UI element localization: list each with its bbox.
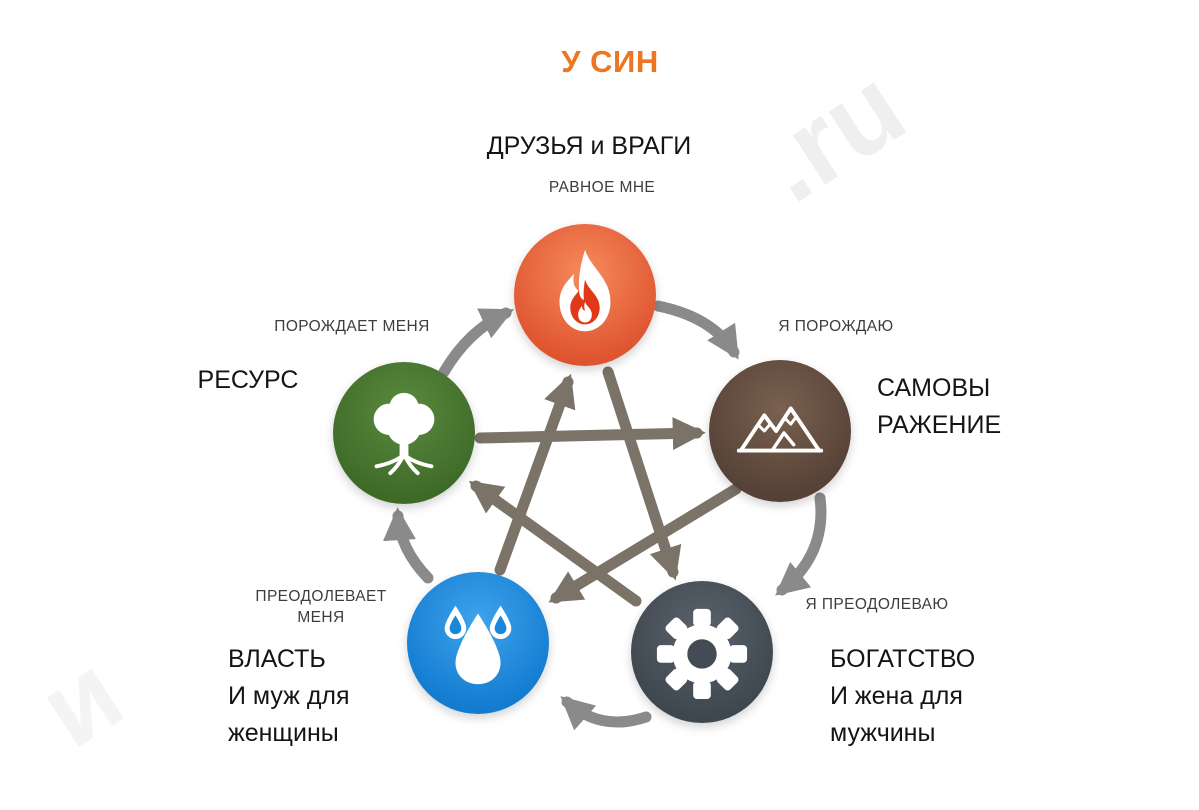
fire-meaning-label: ДРУЗЬЯ и ВРАГИ: [486, 132, 692, 160]
flame-icon: [559, 249, 611, 332]
text-line: И жена для: [830, 682, 963, 710]
wood-meaning-label: РЕСУРС: [197, 366, 299, 394]
earth-meaning-label: САМОВЫ РАЖЕНИЕ: [877, 370, 1001, 444]
text-line: САМОВЫ: [877, 374, 991, 402]
water-node: [407, 572, 549, 714]
arrow-water-to-fire: [494, 373, 576, 576]
mountains-icon: [736, 406, 824, 453]
wood-relation-label: ПОРОЖДАЕТ МЕНЯ: [274, 318, 430, 335]
tree-icon: [373, 392, 435, 476]
arrow-wood-to-fire: [438, 307, 514, 378]
text-line: БОГАТСТВО: [830, 645, 976, 673]
water-meaning-label: ВЛАСТЬ И муж для женщины: [228, 641, 350, 752]
arrow-earth-to-metal: [775, 492, 827, 596]
metal-meaning-label: БОГАТСТВО И жена для мужчины: [830, 641, 975, 752]
text-line: женщины: [228, 719, 339, 747]
metal-node: [631, 581, 773, 723]
text-line: РАЖЕНИЕ: [877, 411, 1002, 439]
arrow-metal-to-water: [560, 696, 652, 731]
arrow-water-to-wood: [383, 507, 434, 584]
fire-node: [514, 224, 656, 366]
earth-node: [709, 360, 851, 502]
water-relation-label: ПРЕОДОЛЕВАЕТ МЕНЯ: [255, 586, 386, 628]
metal-relation-label: Я ПРЕОДОЛЕВАЮ: [805, 596, 949, 613]
water-drops-icon: [444, 605, 512, 685]
fire-relation-label: РАВНОЕ МНЕ: [548, 179, 656, 196]
text-line: МЕНЯ: [297, 609, 345, 626]
wood-node: [333, 362, 475, 504]
gear-icon: [656, 608, 748, 700]
text-line: ВЛАСТЬ: [228, 645, 326, 673]
page-title: У СИН: [561, 44, 659, 79]
arrow-wood-to-earth: [474, 417, 706, 451]
arrow-fire-to-earth: [652, 300, 740, 360]
text-line: И муж для: [228, 682, 350, 710]
arrow-metal-to-wood: [468, 480, 642, 607]
text-line: мужчины: [830, 719, 936, 747]
earth-relation-label: Я ПОРОЖДАЮ: [778, 318, 894, 335]
text-line: ПРЕОДОЛЕВАЕТ: [255, 588, 387, 605]
arrow-earth-to-water: [548, 483, 742, 604]
